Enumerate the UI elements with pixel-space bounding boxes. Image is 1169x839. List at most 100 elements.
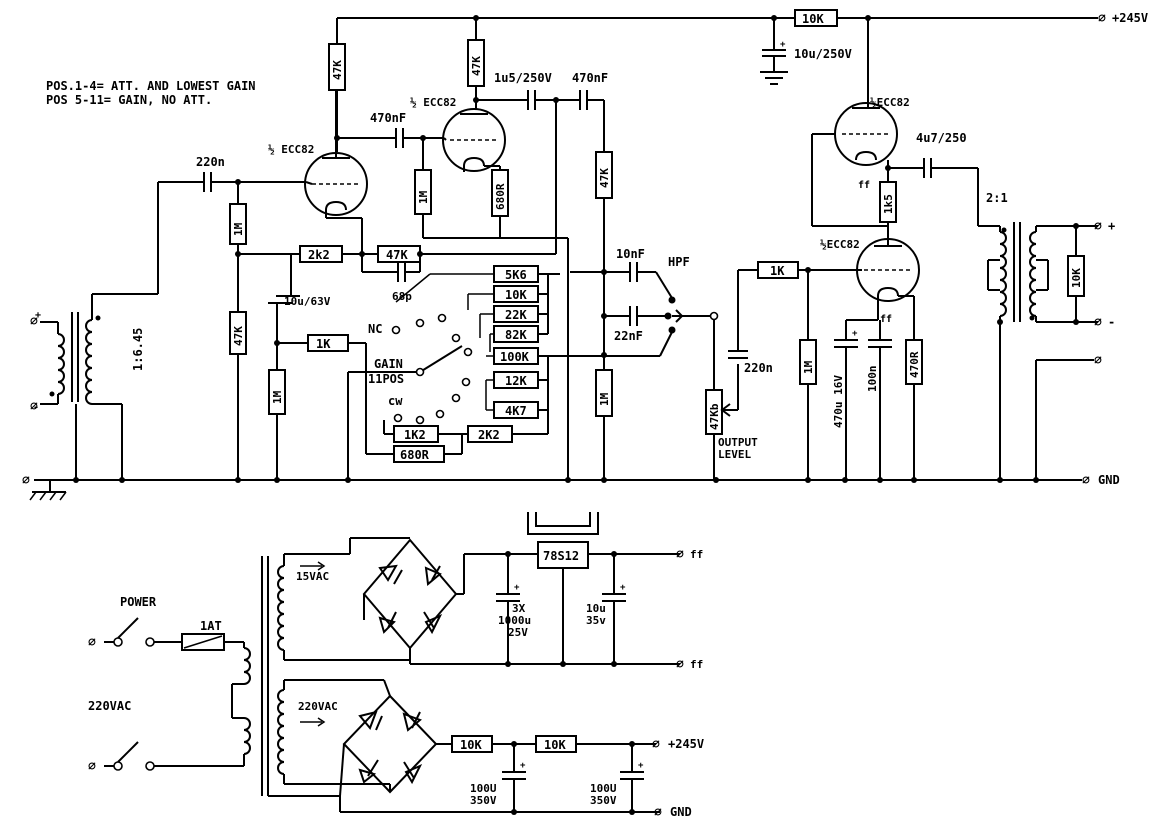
- svg-text:+: +: [520, 761, 526, 771]
- input-transformer: ⌀ + ⌀ - 1:6.45: [30, 293, 158, 480]
- svg-text:1M: 1M: [417, 190, 430, 204]
- cap-ps2-line1: 10u: [586, 602, 606, 615]
- svg-text:-: -: [33, 402, 39, 413]
- svg-text:⌀: ⌀: [676, 657, 684, 672]
- svg-text:680R: 680R: [494, 183, 507, 210]
- svg-text:⌀: ⌀: [1094, 315, 1102, 330]
- svg-text:1K: 1K: [770, 264, 785, 278]
- power-supply: POWER 220VAC ⌀ 1AT ⌀ 15VAC: [88, 512, 704, 820]
- gnd-terminal-icon: ⌀: [1082, 473, 1090, 488]
- gain-switch: 5K6 10K 22K 82K 100K 12K 4K7: [347, 265, 604, 480]
- switch-cw-label: cw: [388, 394, 403, 408]
- svg-text:1K: 1K: [316, 337, 331, 351]
- gnd-terminal-left-icon: ⌀: [22, 473, 30, 488]
- svg-text:10K: 10K: [1070, 268, 1083, 288]
- svg-text:10K: 10K: [460, 738, 482, 752]
- svg-text:⌀: ⌀: [652, 737, 660, 752]
- mains-label: 220VAC: [88, 699, 131, 713]
- tube-v3: ½ECC82 ff: [834, 96, 910, 191]
- cap-ps1-line3: 25V: [508, 626, 528, 639]
- svg-text:ff: ff: [880, 314, 892, 325]
- svg-text:10nF: 10nF: [616, 247, 645, 261]
- hpf-switch: 10nF HPF 22nF: [604, 247, 719, 390]
- svg-text:-: -: [1108, 315, 1115, 329]
- hpf-label: HPF: [668, 255, 690, 269]
- svg-text:470nF: 470nF: [572, 71, 608, 85]
- output-transformer: 2:1 10K ⌀ + ⌀ - ⌀: [978, 191, 1115, 480]
- fuse-label: 1AT: [200, 619, 222, 633]
- svg-text:12K: 12K: [505, 374, 527, 388]
- regulator-label: 78S12: [543, 549, 579, 563]
- svg-text:ff: ff: [690, 658, 703, 671]
- tube-v4-label: ½ECC82: [820, 238, 860, 251]
- svg-text:+: +: [620, 583, 626, 593]
- svg-text:⌀: ⌀: [30, 399, 38, 414]
- switch-positions-label: 11POS: [368, 372, 404, 386]
- svg-text:⌀: ⌀: [30, 314, 38, 329]
- svg-text:470nF: 470nF: [370, 111, 406, 125]
- svg-text:47K: 47K: [598, 168, 611, 188]
- svg-text:82K: 82K: [505, 328, 527, 342]
- svg-text:GND: GND: [670, 805, 692, 819]
- svg-text:1M: 1M: [598, 392, 611, 406]
- svg-text:⌀: ⌀: [676, 547, 684, 562]
- svg-text:680R: 680R: [400, 448, 430, 462]
- regulator-78s12: [537, 541, 589, 569]
- svg-text:1u5/250V: 1u5/250V: [494, 71, 552, 85]
- note-attenuation: POS.1-4= ATT. AND LOWEST GAIN: [46, 79, 256, 93]
- svg-text:47K: 47K: [386, 248, 408, 262]
- note-gain: POS 5-11= GAIN, NO ATT.: [46, 93, 212, 107]
- b-plus-rail: 10K ⌀ +245V: [337, 9, 1148, 27]
- capacitor-b-plus: + 10u/250V: [760, 18, 852, 85]
- tube-v1: ½ ECC82: [268, 50, 368, 218]
- b-plus-terminal-icon: ⌀: [1098, 11, 1106, 26]
- svg-text:+: +: [638, 761, 644, 771]
- cap-ps3-line2: 350V: [470, 794, 497, 807]
- svg-text:5K6: 5K6: [505, 268, 527, 282]
- svg-text:470u 16V: 470u 16V: [832, 375, 845, 428]
- power-label: POWER: [120, 595, 157, 609]
- svg-text:⌀: ⌀: [88, 635, 96, 650]
- cap-ps4-line2: 350V: [590, 794, 617, 807]
- svg-text:10K: 10K: [544, 738, 566, 752]
- switch-nc-label: NC: [368, 322, 382, 336]
- b-plus-label: +245V: [1112, 11, 1148, 25]
- svg-text:⌀: ⌀: [88, 759, 96, 774]
- secondary-15v-label: 15VAC: [296, 570, 329, 583]
- svg-text:100K: 100K: [500, 350, 530, 364]
- svg-text:4u7/250: 4u7/250: [916, 131, 967, 145]
- input-transformer-ratio: 1:6.45: [131, 328, 145, 371]
- svg-text:+: +: [852, 329, 858, 339]
- cap-input-label: 220n: [196, 155, 225, 169]
- svg-text:220n: 220n: [744, 361, 773, 375]
- bridge-rectifier-2: [342, 694, 438, 794]
- svg-text:ff: ff: [858, 180, 870, 191]
- svg-text:4K7: 4K7: [505, 404, 527, 418]
- cap-ps1-line1: 3X: [512, 602, 526, 615]
- bridge-rectifier-1: [362, 538, 458, 650]
- svg-text:ff: ff: [690, 548, 703, 561]
- cap-ps2-line2: 35v: [586, 614, 606, 627]
- svg-text:2K2: 2K2: [478, 428, 500, 442]
- capacitor-b-plus-label: 10u/250V: [794, 47, 852, 61]
- cap-ps4-line1: 100U: [590, 782, 617, 795]
- svg-text:22nF: 22nF: [614, 329, 643, 343]
- tube-v4: ½ECC82 ff: [820, 238, 920, 325]
- svg-text:+: +: [1108, 219, 1115, 233]
- svg-text:22K: 22K: [505, 308, 527, 322]
- tube-v2: ½ ECC82: [410, 96, 506, 172]
- svg-text:1k5: 1k5: [882, 194, 895, 214]
- svg-text:+: +: [35, 310, 41, 321]
- power-switch[interactable]: [117, 617, 139, 639]
- svg-text:⌀: ⌀: [1094, 219, 1102, 234]
- svg-text:1K2: 1K2: [404, 428, 426, 442]
- output-transformer-ratio: 2:1: [986, 191, 1008, 205]
- svg-text:+245V: +245V: [668, 737, 704, 751]
- switch-gain-label: GAIN: [374, 357, 403, 371]
- secondary-220v-label: 220VAC: [298, 700, 338, 713]
- svg-text:100n: 100n: [866, 366, 879, 393]
- svg-text:⌀: ⌀: [654, 805, 662, 820]
- cap-ps3-line1: 100U: [470, 782, 497, 795]
